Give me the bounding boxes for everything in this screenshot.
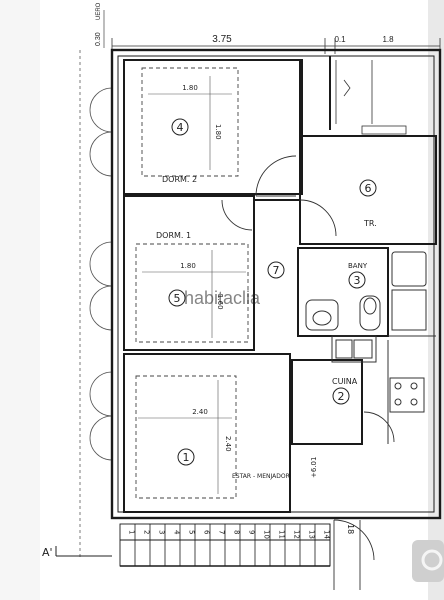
room-name-cuina: CUINA — [332, 377, 358, 386]
interior-walls — [123, 56, 437, 513]
dim-top-left: 3.75 — [212, 34, 232, 45]
stair-step-number: 1 — [128, 530, 136, 534]
stair-step-number: 4 — [173, 530, 181, 535]
room-number-6: 6 — [365, 182, 372, 195]
room-number-2: 2 — [338, 390, 345, 403]
stair-step-number: 14 — [323, 530, 331, 539]
dim-top-right: 1.8 — [382, 35, 394, 44]
dim-top-mid: 0.1 — [334, 35, 346, 44]
stair-step-number: 5 — [188, 530, 196, 534]
stair-step-number: 7 — [218, 530, 226, 534]
dorm2-height: 1.80 — [214, 124, 222, 140]
facade-window-arcs — [89, 87, 113, 461]
stair-step-number: 10 — [263, 530, 271, 539]
stair-landing — [333, 519, 375, 590]
camera-icon[interactable] — [412, 540, 444, 582]
stair-step-number: 2 — [143, 530, 151, 534]
room-note-level: +6.01 — [310, 457, 318, 478]
stair-step-number: 9 — [248, 530, 256, 534]
stair-landing-label: 18 — [346, 524, 355, 534]
room-name-tr: TR. — [363, 219, 377, 228]
dorm1-height: 1.60 — [216, 294, 224, 310]
interior-door-swings — [221, 155, 395, 443]
room-name-dorm1: DORM. 1 — [156, 231, 191, 240]
dorm2-width: 1.80 — [182, 84, 198, 92]
drawing-sheet — [40, 0, 444, 600]
dorm1-width: 1.80 — [180, 262, 196, 270]
room-number-5: 5 — [174, 292, 181, 305]
room-number-circles — [168, 118, 377, 466]
kitchen-fixtures — [331, 335, 436, 444]
dim-left-b: UERO — [96, 2, 102, 20]
section-marker-line — [55, 546, 112, 557]
room-number-7: 7 — [273, 264, 280, 277]
bed-outlines — [135, 67, 249, 499]
room-name-dorm2: DORM. 2 — [162, 175, 197, 184]
room-name-estar: ESTAR - MENJADOR — [232, 473, 290, 480]
room-number-4: 4 — [177, 121, 184, 134]
bath-fixtures — [305, 251, 427, 331]
living-height: 2.40 — [224, 436, 232, 452]
stair-step-number: 12 — [293, 530, 301, 539]
room-name-bany: BANY — [348, 262, 368, 270]
living-width: 2.40 — [192, 408, 208, 416]
stair-step-number: 11 — [278, 530, 286, 539]
section-marker: A' — [42, 546, 53, 559]
stair-step-number: 8 — [233, 530, 241, 534]
dim-left-a: 0.30 — [95, 32, 102, 46]
outer-walls — [110, 48, 442, 520]
stair-step-number: 6 — [203, 530, 211, 535]
stair-step-number: 13 — [308, 530, 316, 539]
room-number-3: 3 — [354, 274, 361, 287]
stair-step-number: 3 — [158, 530, 166, 534]
left-dimension-line — [79, 10, 105, 560]
bed-dimension-lines — [138, 76, 246, 494]
watermark: habitaclia — [184, 288, 261, 308]
room-number-1: 1 — [183, 451, 190, 464]
storage-shelving — [335, 60, 407, 135]
